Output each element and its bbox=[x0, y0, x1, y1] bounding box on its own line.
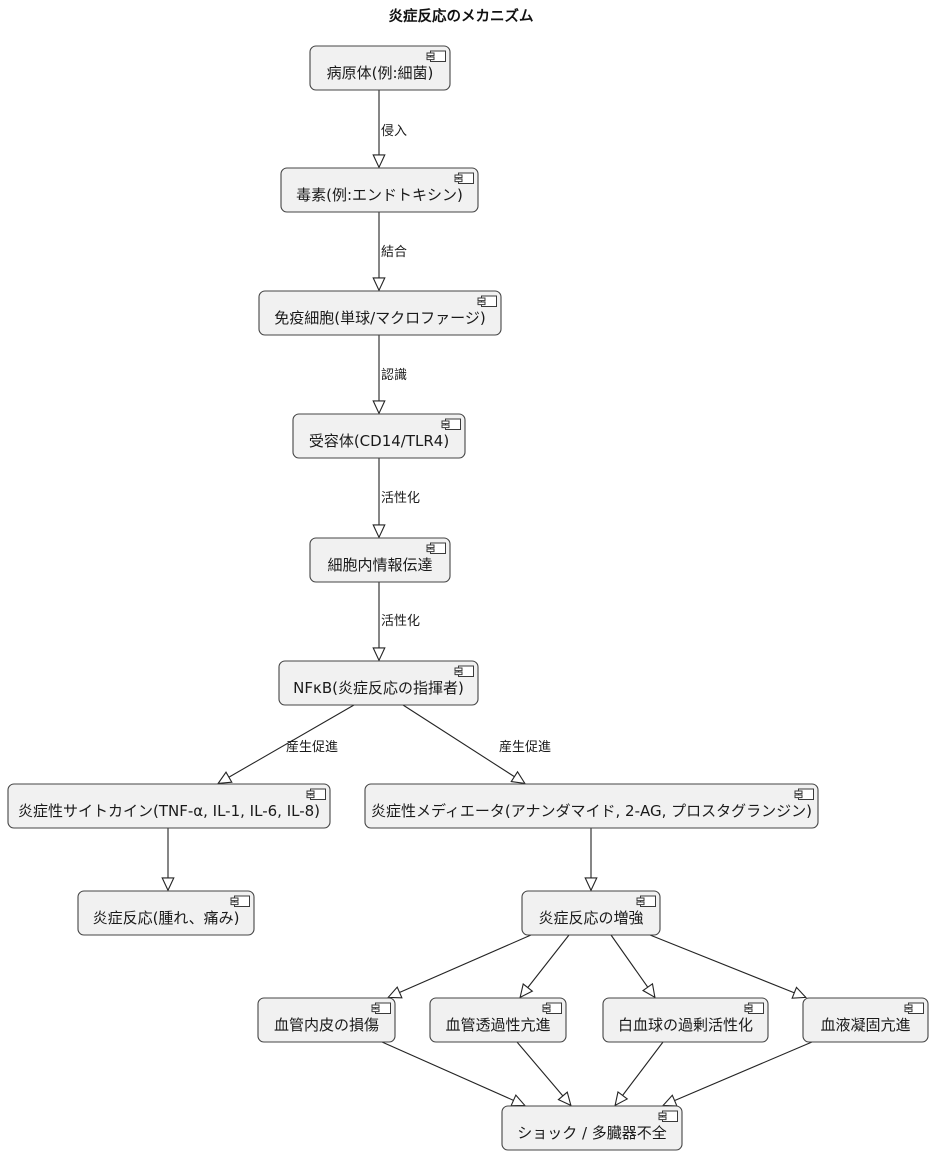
edge-coagulation-shock bbox=[661, 1041, 813, 1107]
node-inflammation: 炎症反応(腫れ、痛み) bbox=[77, 890, 255, 936]
component-icon bbox=[658, 1110, 678, 1122]
edge-leukocytes-shock bbox=[614, 1041, 664, 1107]
node-amplification: 炎症反応の増強 bbox=[521, 890, 661, 936]
edges bbox=[161, 90, 813, 1107]
edge-label-activation2: 活性化 bbox=[381, 614, 420, 629]
component-icon bbox=[306, 788, 326, 800]
edge-amplification-permeability bbox=[519, 934, 570, 999]
edge-amplification-coagulation bbox=[649, 934, 808, 999]
node-label-permeability: 血管透過性亢進 bbox=[445, 1016, 550, 1034]
edge-amplification-endothelium bbox=[386, 934, 532, 999]
node-coagulation: 血液凝固亢進 bbox=[802, 997, 929, 1043]
component-icon bbox=[426, 542, 446, 554]
component-icon bbox=[441, 418, 461, 430]
edge-endothelium-shock bbox=[381, 1041, 527, 1107]
node-label-signaling: 細胞内情報伝達 bbox=[327, 556, 432, 574]
page-title: 炎症反応のメカニズム bbox=[389, 7, 534, 25]
node-label-endothelium: 血管内皮の損傷 bbox=[274, 1016, 379, 1034]
node-label-leukocytes: 白血球の過剰活性化 bbox=[618, 1016, 753, 1034]
component-icon bbox=[371, 1002, 391, 1014]
edge-label-activation1: 活性化 bbox=[381, 491, 420, 506]
node-receptor: 受容体(CD14/TLR4) bbox=[292, 413, 466, 459]
node-label-receptor: 受容体(CD14/TLR4) bbox=[309, 432, 449, 450]
component-icon bbox=[454, 172, 474, 184]
component-icon bbox=[744, 1002, 764, 1014]
node-label-amplification: 炎症反応の増強 bbox=[538, 909, 643, 927]
node-shock: ショック / 多臓器不全 bbox=[501, 1105, 683, 1151]
node-label-pathogen: 病原体(例:細菌) bbox=[327, 64, 434, 82]
edge-permeability-shock bbox=[516, 1041, 572, 1107]
edge-label-production-right: 産生促進 bbox=[499, 739, 551, 755]
node-label-nfkb: NFκB(炎症反応の指揮者) bbox=[293, 679, 464, 697]
component-icon bbox=[542, 1002, 562, 1014]
node-toxin: 毒素(例:エンドトキシン) bbox=[280, 167, 479, 213]
node-endothelium: 血管内皮の損傷 bbox=[257, 997, 396, 1043]
edge-amplification-leukocytes bbox=[610, 934, 656, 999]
edge-label-recognition: 認識 bbox=[381, 367, 407, 383]
node-signaling: 細胞内情報伝達 bbox=[309, 537, 451, 583]
node-label-cytokines: 炎症性サイトカイン(TNF-α, IL-1, IL-6, IL-8) bbox=[18, 802, 320, 820]
component-icon bbox=[794, 788, 814, 800]
component-icon bbox=[426, 50, 446, 62]
node-mediators: 炎症性メディエータ(アナンダマイド, 2-AG, プロスタグランジン) bbox=[364, 783, 819, 829]
edge-nfkb-mediators bbox=[402, 704, 526, 785]
component-icon bbox=[454, 665, 474, 677]
component-icon bbox=[636, 895, 656, 907]
node-immune-cell: 免疫細胞(単球/マクロファージ) bbox=[258, 290, 502, 336]
edge-label-production-left: 産生促進 bbox=[286, 739, 338, 755]
node-label-immune-cell: 免疫細胞(単球/マクロファージ) bbox=[274, 309, 485, 327]
nodes: 病原体(例:細菌) 毒素(例:エンドトキシン) 免疫細胞(単球/マクロファージ) bbox=[7, 45, 929, 1151]
node-permeability: 血管透過性亢進 bbox=[429, 997, 567, 1043]
node-cytokines: 炎症性サイトカイン(TNF-α, IL-1, IL-6, IL-8) bbox=[7, 783, 331, 829]
edge-label-binding: 結合 bbox=[381, 245, 407, 260]
node-label-mediators: 炎症性メディエータ(アナンダマイド, 2-AG, プロスタグランジン) bbox=[371, 802, 812, 820]
component-icon bbox=[477, 295, 497, 307]
node-label-coagulation: 血液凝固亢進 bbox=[820, 1016, 910, 1034]
node-leukocytes: 白血球の過剰活性化 bbox=[602, 997, 769, 1043]
edge-nfkb-cytokines bbox=[217, 704, 355, 785]
edge-labels: 侵入 結合 認識 活性化 活性化 産生促進 産生促進 bbox=[286, 123, 551, 755]
component-icon bbox=[904, 1002, 924, 1014]
edge-label-invasion: 侵入 bbox=[381, 123, 407, 139]
node-nfkb: NFκB(炎症反応の指揮者) bbox=[278, 660, 479, 706]
node-pathogen: 病原体(例:細菌) bbox=[309, 45, 451, 91]
node-label-toxin: 毒素(例:エンドトキシン) bbox=[296, 186, 463, 204]
node-label-shock: ショック / 多臓器不全 bbox=[517, 1124, 667, 1142]
component-icon bbox=[230, 895, 250, 907]
node-label-inflammation: 炎症反応(腫れ、痛み) bbox=[93, 909, 240, 927]
